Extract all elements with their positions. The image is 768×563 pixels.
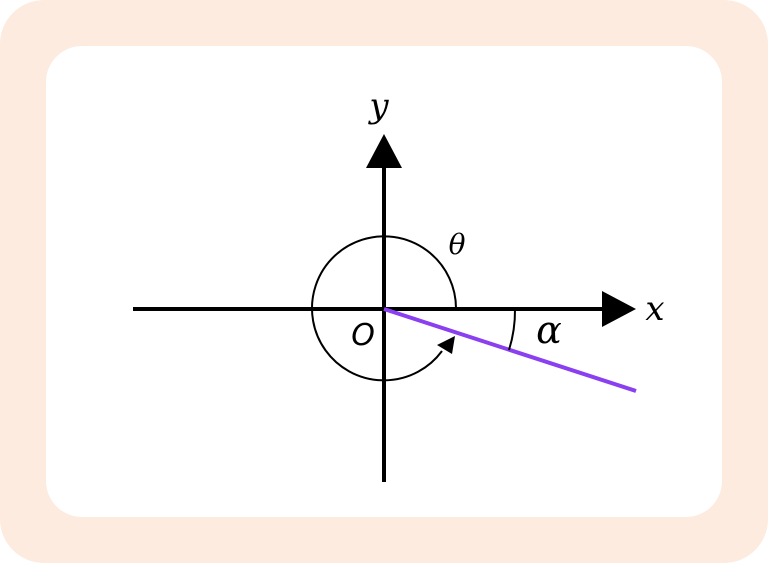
alpha-arc (508, 308, 517, 351)
x-axis-arrowhead (602, 291, 636, 327)
theta-rotation-arrowhead (437, 336, 455, 354)
x-axis-label: x (645, 289, 664, 329)
theta-label: θ (449, 228, 466, 261)
y-axis-label: y (367, 86, 389, 126)
theta-rotation-arc (311, 235, 458, 382)
y-axis-arrowhead (366, 134, 402, 168)
origin-label: O (351, 318, 375, 353)
alpha-label: α (536, 308, 562, 352)
